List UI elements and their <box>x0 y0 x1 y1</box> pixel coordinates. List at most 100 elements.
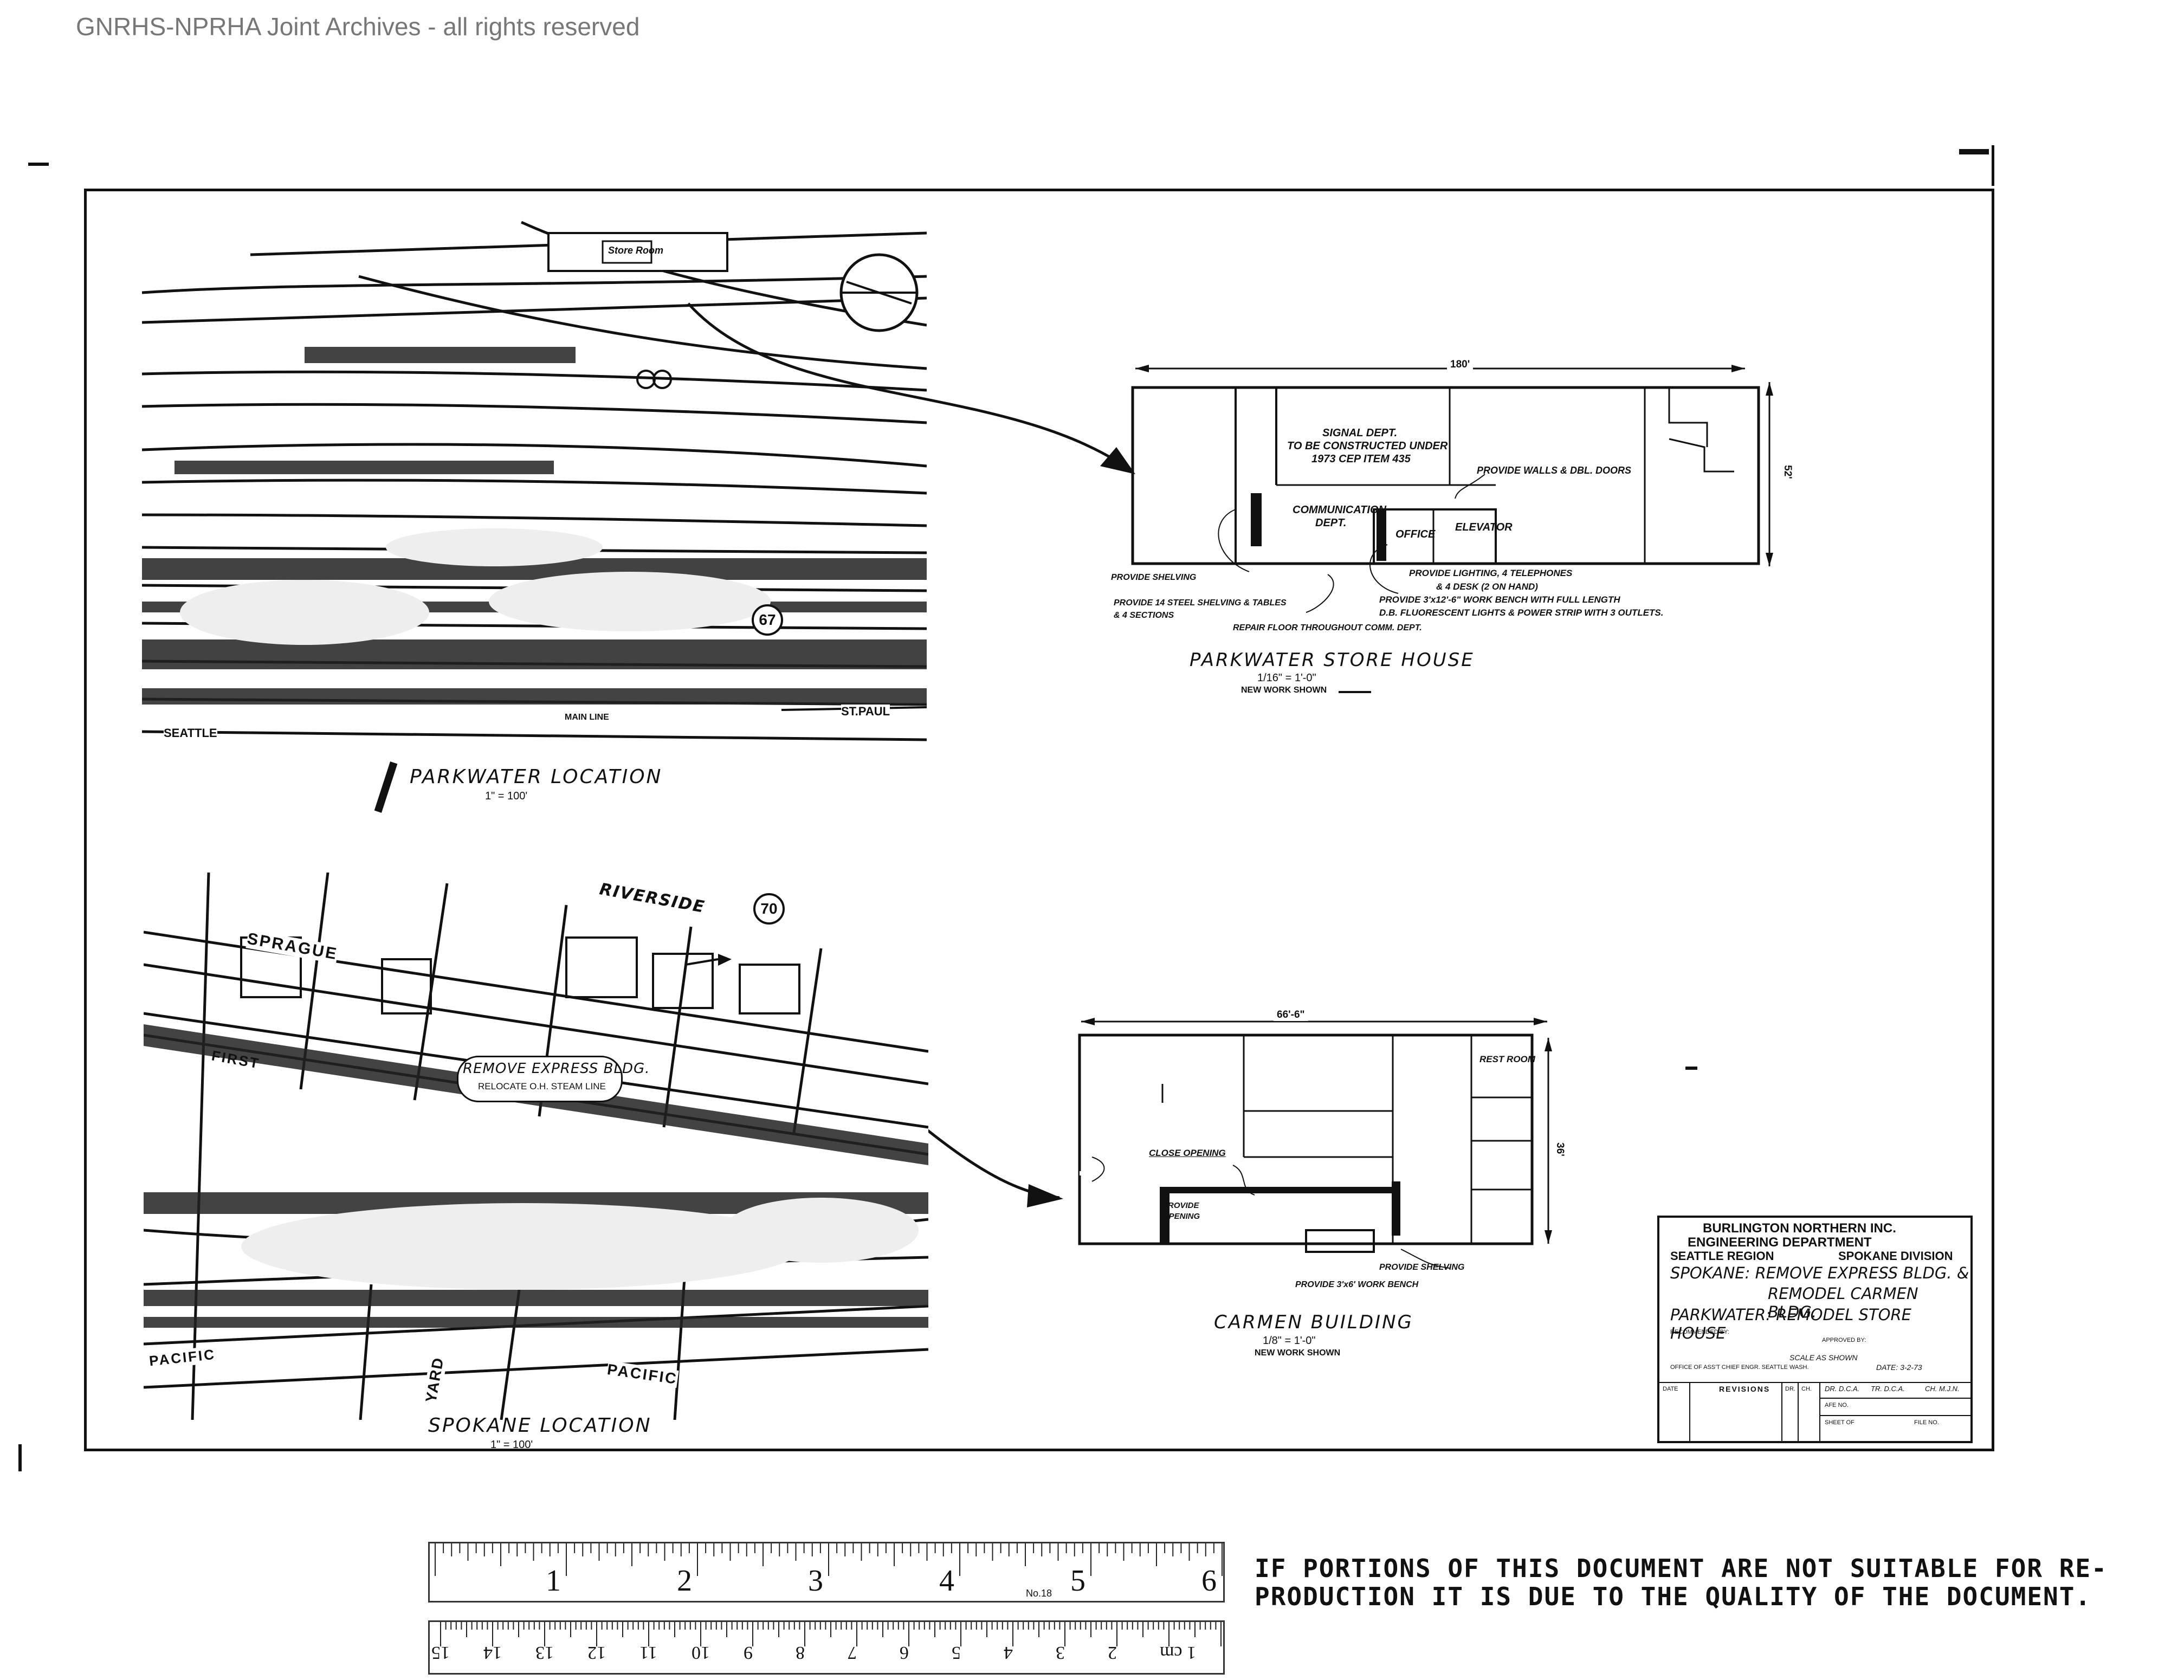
carmen-building-floor-plan <box>1078 1018 1552 1269</box>
store-note-steel-shelving: PROVIDE 14 STEEL SHELVING & TABLES <box>1114 598 1287 608</box>
title-block-traced: TR. D.C.A. <box>1871 1385 1905 1393</box>
relocate-steam-text: RELOCATE O.H. STEAM LINE <box>478 1081 606 1091</box>
carmen-building-scale: 1/8" = 1'-0" <box>1263 1335 1316 1347</box>
cm-label: 11 <box>639 1643 657 1663</box>
title-block-line1: SPOKANE: REMOVE EXPRESS BLDG. & <box>1670 1264 1969 1282</box>
title-block-grid-h2 <box>1819 1415 1973 1416</box>
remove-express-callout: REMOVE EXPRESS BLDG. RELOCATE O.H. STEAM… <box>457 1056 649 1102</box>
inch-label: 1 <box>546 1564 561 1598</box>
carmen-note-rest-room: REST ROOM <box>1479 1054 1535 1064</box>
title-block-date: DATE: 3-2-73 <box>1876 1363 1922 1372</box>
remove-express-text: REMOVE EXPRESS BLDG. <box>463 1061 650 1077</box>
carmen-building-title: CARMEN BUILDING <box>1214 1311 1413 1333</box>
carmen-new-work: NEW WORK SHOWN <box>1255 1348 1341 1358</box>
title-block: BURLINGTON NORTHERN INC. ENGINEERING DEP… <box>1657 1216 1973 1443</box>
cm-label: 10 <box>692 1643 710 1663</box>
parkwater-location-scale: 1" = 100' <box>485 790 528 802</box>
dim-180: 180' <box>1447 359 1474 371</box>
store-note-signal-dept: SIGNAL DEPT. <box>1322 427 1398 439</box>
store-note-work-bench: PROVIDE 3'x12'-6" WORK BENCH WITH FULL L… <box>1379 595 1620 605</box>
inch-label: 6 <box>1201 1564 1217 1598</box>
store-note-office: OFFICE <box>1395 528 1436 540</box>
route-67-marker: 67 <box>752 604 783 636</box>
cm-label: 7 <box>848 1643 857 1663</box>
cm-label: 8 <box>796 1643 805 1663</box>
store-note-constructed: TO BE CONSTRUCTED UNDER <box>1287 440 1448 452</box>
title-block-drawn: DR. D.C.A. <box>1825 1385 1860 1393</box>
dim-66-6: 66'-6" <box>1274 1009 1308 1021</box>
cm-label: 1 cm <box>1160 1643 1197 1663</box>
scan-mark-right <box>1959 149 1989 154</box>
title-block-ch: CH. <box>1801 1386 1812 1392</box>
store-note-comm-dept: DEPT. <box>1315 517 1347 529</box>
title-block-date-col: DATE <box>1663 1386 1678 1392</box>
cm-label: 9 <box>744 1643 753 1663</box>
title-block-grid-v4 <box>1819 1382 1820 1443</box>
title-block-company: BURLINGTON NORTHERN INC. <box>1703 1221 1896 1236</box>
cm-label: 5 <box>952 1643 961 1663</box>
cm-label: 4 <box>1004 1643 1013 1663</box>
spokane-location-scale: 1" = 100' <box>490 1439 533 1451</box>
cm-label: 3 <box>1056 1643 1065 1663</box>
cm-label: 15 <box>431 1643 450 1663</box>
scan-mark-left <box>28 163 49 166</box>
title-block-office: OFFICE OF ASS'T CHIEF ENGR. SEATTLE WASH… <box>1670 1364 1809 1371</box>
cm-label: 6 <box>900 1643 909 1663</box>
cm-label: 13 <box>535 1643 554 1663</box>
cm-ruler <box>428 1620 1225 1675</box>
title-block-department: ENGINEERING DEPARTMENT <box>1688 1235 1872 1250</box>
store-house-new-work-line <box>1339 691 1371 693</box>
dim-52: 52' <box>1781 465 1793 479</box>
reproduction-notice-line1: IF PORTIONS OF THIS DOCUMENT ARE NOT SUI… <box>1255 1554 2108 1583</box>
store-note-lighting: PROVIDE LIGHTING, 4 TELEPHONES <box>1409 568 1573 578</box>
carmen-note-provide-opening: PROVIDE OPENING <box>1162 1201 1200 1221</box>
title-block-region: SEATTLE REGION <box>1670 1249 1774 1263</box>
store-note-desk: & 4 DESK (2 ON HAND) <box>1436 581 1538 592</box>
inch-label: 5 <box>1070 1564 1085 1598</box>
store-house-title: PARKWATER STORE HOUSE <box>1190 649 1475 671</box>
cm-label: 2 <box>1108 1643 1117 1663</box>
store-note-fluorescent: D.B. FLUORESCENT LIGHTS & POWER STRIP WI… <box>1379 608 1664 618</box>
cm-ruler-ticks <box>440 1622 1222 1646</box>
route-67-number: 67 <box>759 611 776 628</box>
parkwater-location-map: Store Room 67 MAIN LINE SEATTLE ST.PAUL <box>142 211 927 764</box>
title-block-line2: REMODEL CARMEN BLDG. <box>1768 1284 1918 1321</box>
title-block-scale: SCALE AS SHOWN <box>1789 1353 1858 1362</box>
parkwater-location-title: PARKWATER LOCATION <box>410 766 663 788</box>
store-house-scale: 1/16" = 1'-0" <box>1257 672 1316 684</box>
store-note-communication: COMMUNICATION <box>1293 504 1386 516</box>
inch-label: 4 <box>939 1564 954 1598</box>
route-70-number: 70 <box>760 900 778 917</box>
parkwater-map-drawing <box>142 211 927 764</box>
title-block-recommended: RECOMMENDED BY: <box>1670 1329 1729 1335</box>
store-note-cep-item: 1973 CEP ITEM 435 <box>1311 453 1411 465</box>
inch-label: 3 <box>808 1564 823 1598</box>
speck-mark <box>1685 1067 1697 1070</box>
title-block-approved: APPROVED BY: <box>1822 1337 1866 1343</box>
store-room-label: Store Room <box>608 245 664 256</box>
store-note-provide-shelving: PROVIDE SHELVING <box>1111 573 1197 582</box>
drawing-sheet-border <box>84 189 1994 1451</box>
title-block-afe: AFE NO. <box>1825 1402 1849 1408</box>
inch-ruler-ticks <box>435 1543 1223 1576</box>
main-line-label: MAIN LINE <box>565 713 609 722</box>
inch-label: 2 <box>677 1564 692 1598</box>
store-note-sections: & 4 SECTIONS <box>1114 611 1174 620</box>
reproduction-notice: IF PORTIONS OF THIS DOCUMENT ARE NOT SUI… <box>1255 1554 2108 1611</box>
title-block-line3: PARKWATER: REMODEL STORE HOUSE <box>1670 1306 1911 1342</box>
archive-watermark: GNRHS-NPRHA Joint Archives - all rights … <box>76 12 640 41</box>
title-block-grid-v1 <box>1689 1382 1690 1443</box>
spokane-location-title: SPOKANE LOCATION <box>428 1414 652 1437</box>
carmen-note-work-bench: PROVIDE 3'x6' WORK BENCH <box>1295 1280 1419 1289</box>
carmen-note-provide-shelving: PROVIDE SHELVING <box>1379 1263 1465 1272</box>
inch-ruler: No.18 <box>428 1542 1225 1603</box>
seattle-label: SEATTLE <box>164 726 217 740</box>
title-block-file: FILE NO. <box>1914 1419 1939 1426</box>
reproduction-notice-line2: PRODUCTION IT IS DUE TO THE QUALITY OF T… <box>1255 1582 2092 1611</box>
store-house-floor-plan <box>1131 365 1773 613</box>
ruler-model-label: No.18 <box>1026 1588 1052 1599</box>
title-block-grid-v2 <box>1781 1382 1782 1443</box>
title-block-sheet: SHEET OF <box>1825 1419 1855 1426</box>
title-block-division: SPOKANE DIVISION <box>1838 1249 1953 1263</box>
cm-label: 12 <box>587 1643 606 1663</box>
